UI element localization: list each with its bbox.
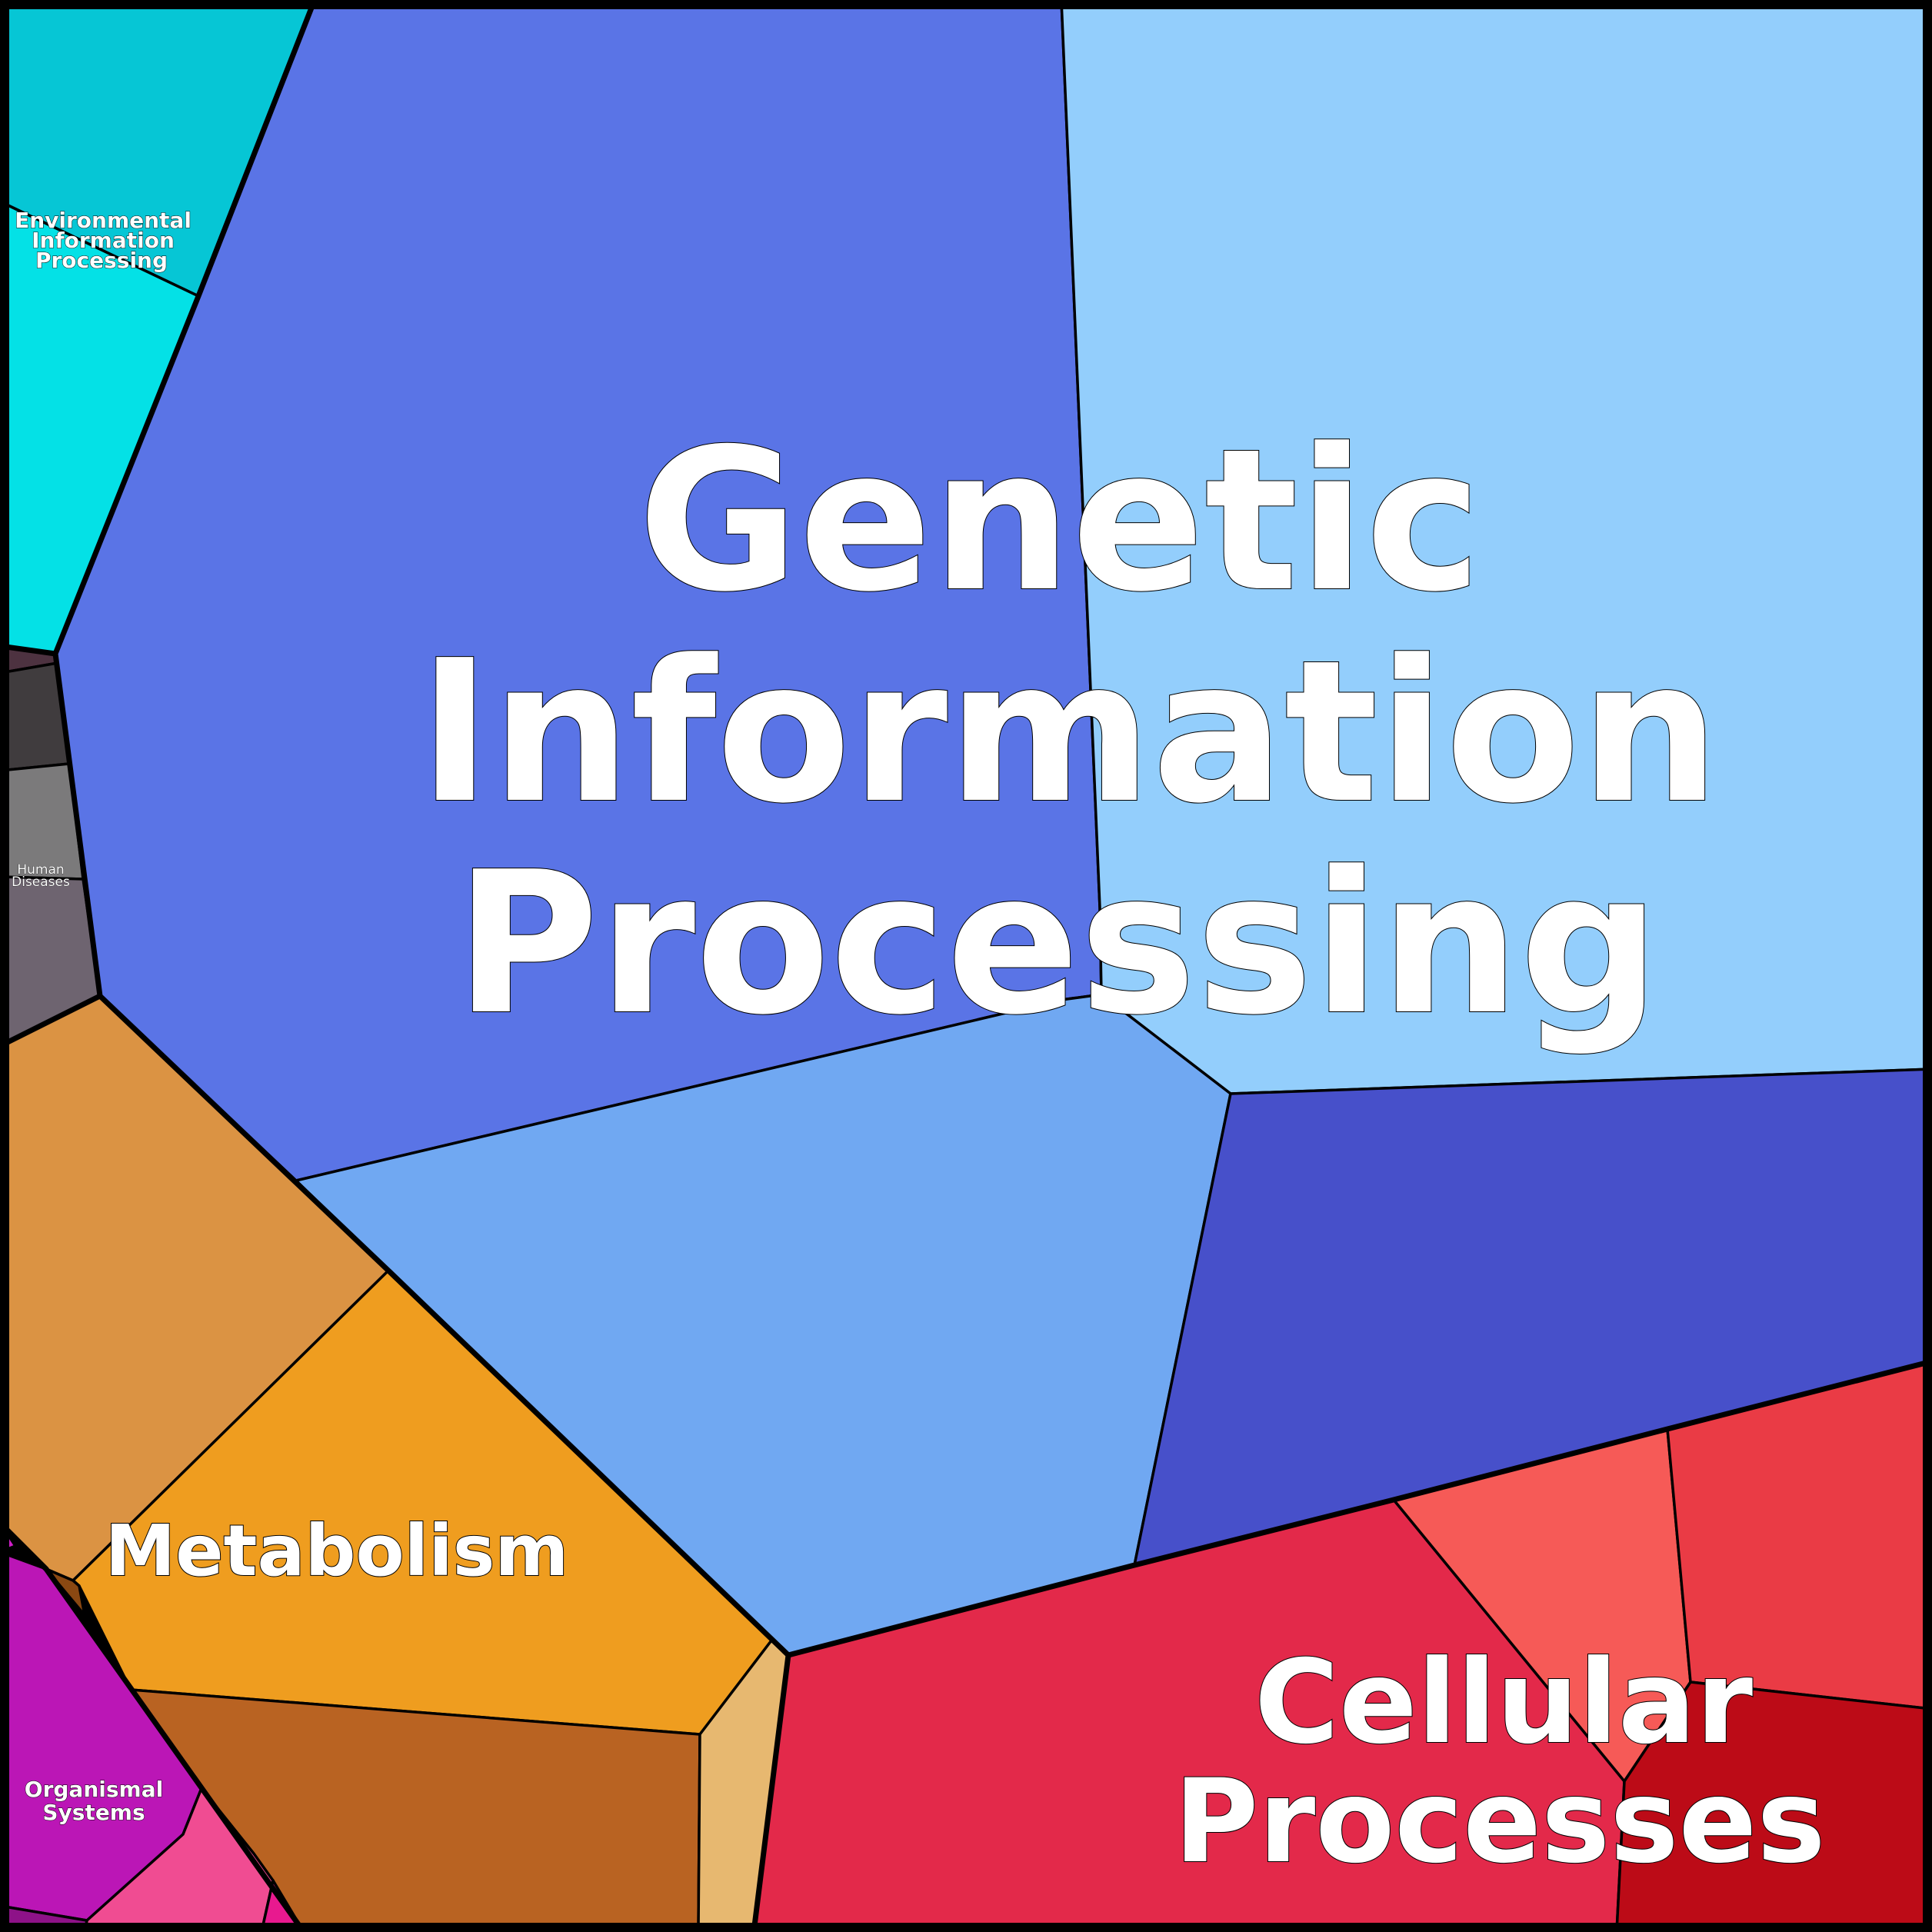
label-genetic-line-1: Genetic bbox=[638, 407, 1481, 635]
label-organismal-systems: Organismal Systems bbox=[24, 1777, 163, 1826]
label-cellular-line-2: Processes bbox=[1174, 1755, 1825, 1889]
region-environmental-information-processing bbox=[0, 0, 316, 655]
label-human-line-2: Diseases bbox=[12, 874, 70, 890]
label-environmental-line-2: Information bbox=[32, 228, 175, 253]
label-genetic-line-3: Processing bbox=[455, 830, 1661, 1058]
label-human-line-1: Human bbox=[17, 862, 64, 878]
label-environmental-information-processing: Environmental Information Processing bbox=[15, 208, 192, 274]
region-metabolism bbox=[0, 994, 790, 1932]
region-genetic-information-processing bbox=[54, 0, 1932, 1657]
label-cellular-line-1: Cellular bbox=[1254, 1636, 1753, 1770]
cell-cellular-4[interactable] bbox=[1615, 1681, 1932, 1932]
label-environmental-line-3: Processing bbox=[35, 248, 168, 273]
label-cellular-processes: Cellular Processes bbox=[1173, 1635, 1826, 1890]
label-organismal-line-1: Organismal bbox=[25, 1777, 163, 1802]
label-genetic-information-processing: Genetic Information Processing bbox=[418, 406, 1720, 1059]
label-genetic-line-2: Information bbox=[418, 618, 1720, 847]
label-human-diseases: Human Diseases bbox=[12, 862, 70, 891]
label-organismal-line-2: Systems bbox=[42, 1800, 145, 1825]
label-metabolism-line-1: Metabolism bbox=[105, 1510, 569, 1592]
label-metabolism: Metabolism bbox=[105, 1509, 570, 1593]
label-environmental-line-1: Environmental bbox=[15, 208, 192, 233]
